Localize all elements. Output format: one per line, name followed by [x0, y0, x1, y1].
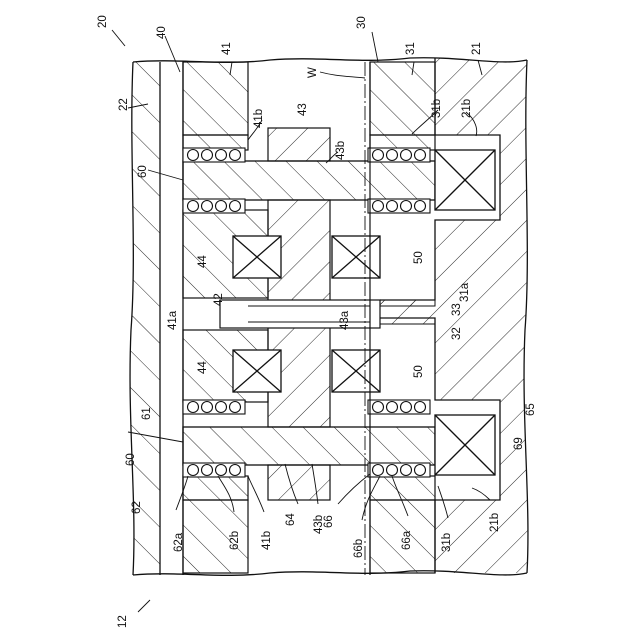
label-64: 64	[285, 513, 297, 526]
label-31b-bot: 31b	[441, 533, 453, 552]
label-31: 31	[405, 42, 417, 55]
bearing-ball	[202, 402, 213, 413]
bearing-ball	[415, 402, 426, 413]
bearing-ball	[387, 150, 398, 161]
bearing-ball	[401, 465, 412, 476]
label-43a: 43a	[339, 310, 351, 330]
bearing-ball	[202, 201, 213, 212]
label-50-bot: 50	[413, 365, 425, 378]
bearing-ball	[230, 465, 241, 476]
label-66b: 66b	[353, 539, 365, 558]
bearing-ball	[373, 201, 384, 212]
bearing-ball	[387, 201, 398, 212]
label-41: 41	[221, 42, 233, 55]
bearing-ball	[373, 465, 384, 476]
label-44-top: 44	[197, 255, 209, 268]
bearing-ball	[188, 201, 199, 212]
label-40: 40	[156, 26, 168, 39]
label-60-top: 60	[137, 165, 149, 178]
label-43b-top: 43b	[335, 141, 347, 160]
label-31a: 31a	[459, 282, 471, 302]
bearing-ball	[202, 150, 213, 161]
bearing-ball	[230, 201, 241, 212]
shaft-60-bottom	[183, 427, 435, 465]
bearing-ball	[415, 201, 426, 212]
bearing-ball	[216, 150, 227, 161]
label-66a: 66a	[401, 530, 413, 550]
label-61: 61	[141, 407, 153, 420]
label-62b: 62b	[229, 531, 241, 550]
bearing-ball	[415, 465, 426, 476]
label-62: 62	[131, 501, 143, 514]
label-50-top: 50	[413, 251, 425, 264]
bearing-ball	[401, 402, 412, 413]
bearing-ball	[216, 402, 227, 413]
label-30: 30	[356, 16, 368, 29]
label-42: 42	[213, 293, 225, 306]
bearing-ball	[230, 402, 241, 413]
bearing-ball	[387, 402, 398, 413]
label-69: 69	[513, 437, 525, 450]
label-21b-top: 21b	[461, 99, 473, 118]
label-12: 12	[117, 615, 129, 628]
label-66: 66	[323, 515, 335, 528]
label-33: 33	[451, 303, 463, 316]
label-31b-top: 31b	[431, 99, 443, 118]
bearing-ball	[188, 402, 199, 413]
bearing-ball	[373, 150, 384, 161]
label-41a: 41a	[167, 310, 179, 330]
shaft-60-top	[183, 161, 435, 200]
bearing-ball	[188, 465, 199, 476]
label-20: 20	[97, 15, 109, 28]
bearing-ball	[230, 150, 241, 161]
bearing-ball	[373, 402, 384, 413]
label-44-bot: 44	[197, 361, 209, 374]
bearing-ball	[387, 465, 398, 476]
label-41b-top: 41b	[253, 109, 265, 128]
label-32: 32	[451, 327, 463, 340]
label-22: 22	[118, 98, 130, 111]
bearing-ball	[401, 150, 412, 161]
label-41b-bot: 41b	[261, 531, 273, 550]
label-21b-bot: 21b	[489, 513, 501, 532]
bearing-ball	[216, 201, 227, 212]
bearing-ball	[401, 201, 412, 212]
label-w: W	[307, 67, 319, 78]
bearing-ball	[415, 150, 426, 161]
label-43: 43	[297, 103, 309, 116]
label-65: 65	[525, 403, 537, 416]
label-60-bot: 60	[125, 453, 137, 466]
label-62a: 62a	[173, 532, 185, 552]
bearing-ball	[216, 465, 227, 476]
bearing-ball	[188, 150, 199, 161]
bearing-ball	[202, 465, 213, 476]
label-21: 21	[471, 42, 483, 55]
